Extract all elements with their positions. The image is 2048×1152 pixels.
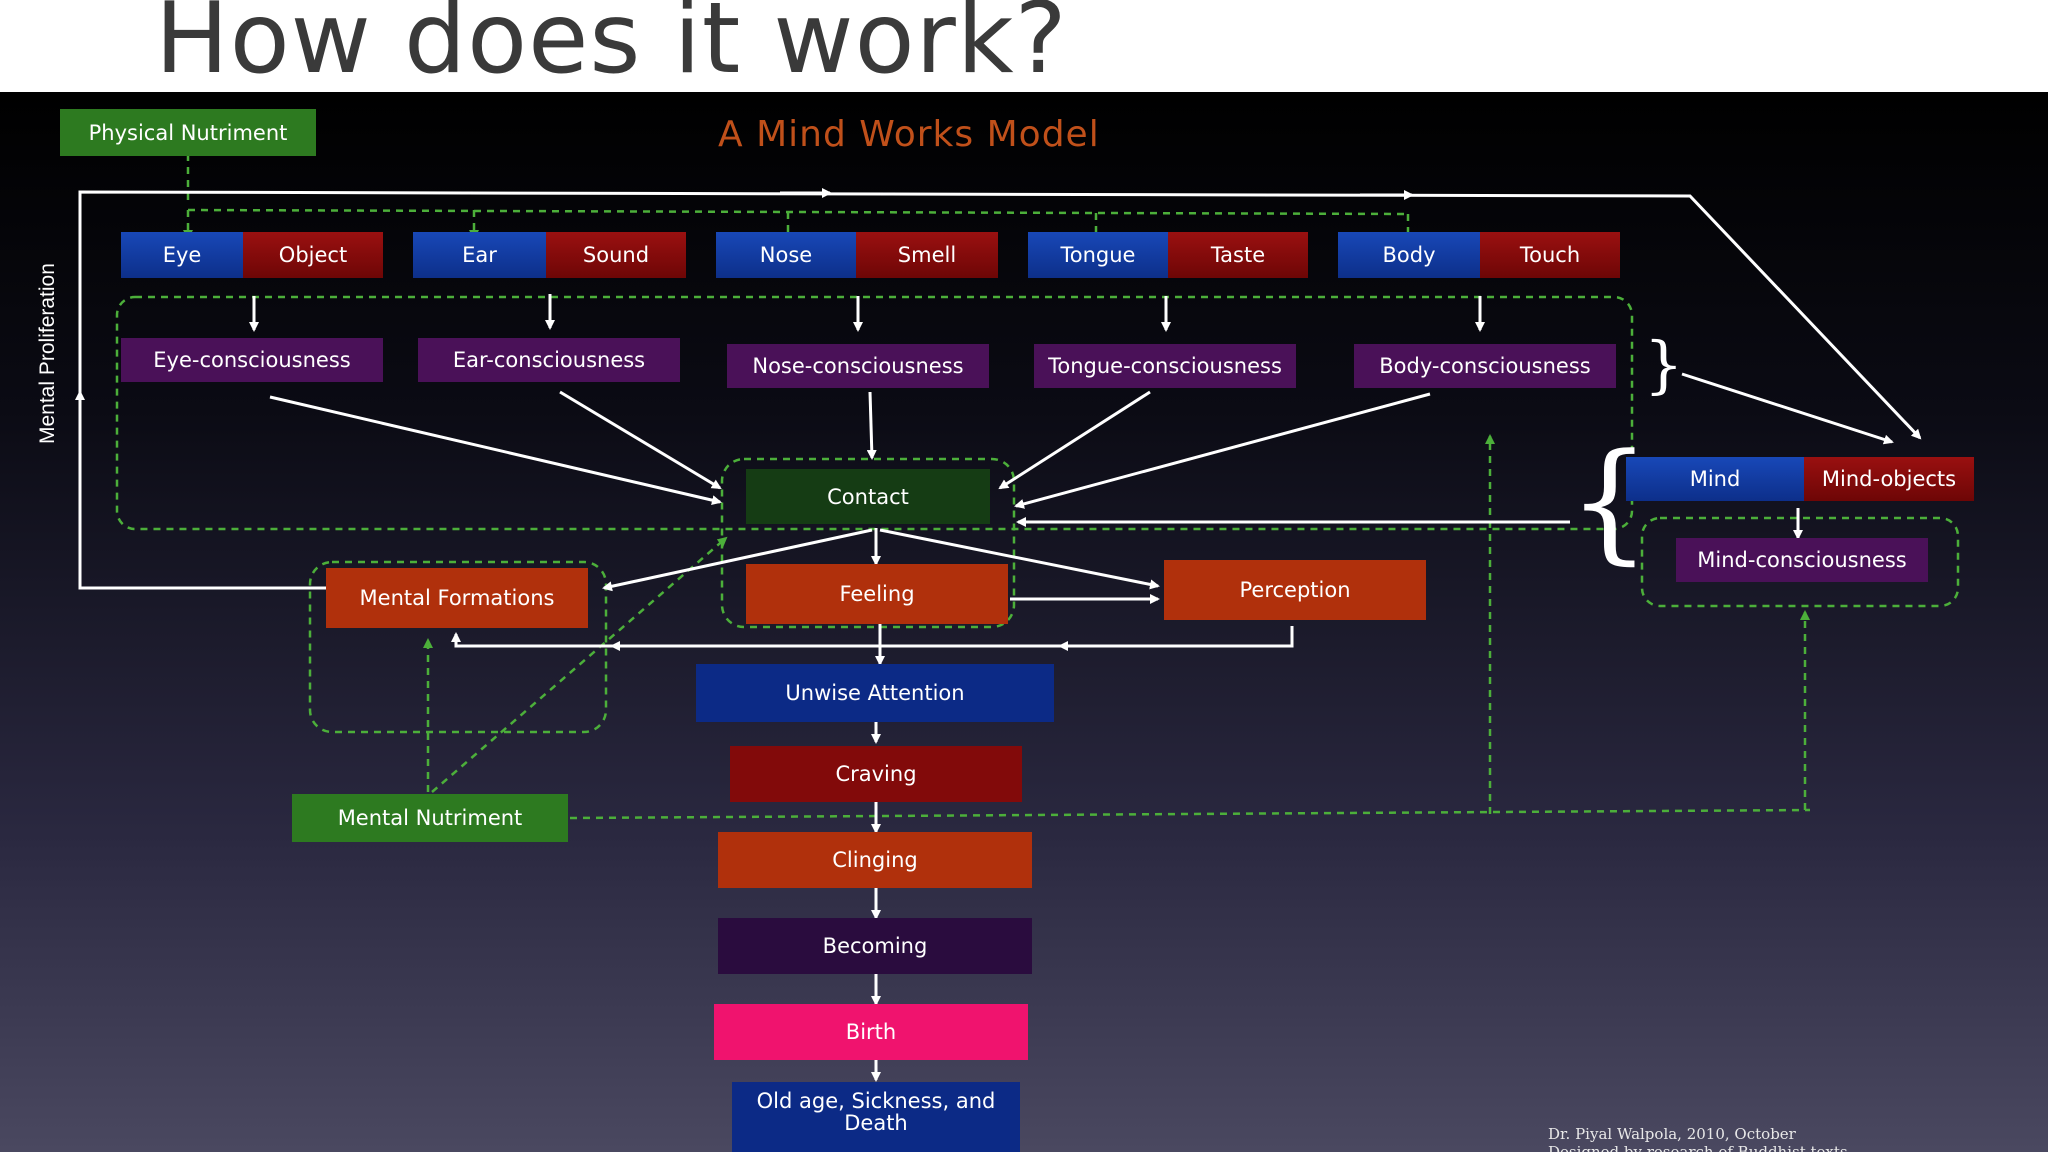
tongue-box: Tongue: [1028, 232, 1168, 278]
slide-title: How does it work?: [155, 0, 1068, 96]
body-consciousness-to-contact-arrow: [1014, 392, 1431, 509]
mental-proliferation-label: Mental Proliferation: [36, 263, 59, 444]
credit-line-2: Designed by research of Buddhist texts: [1548, 1143, 1848, 1152]
senses-brace: }: [1644, 328, 1684, 401]
body-consciousness-box: Body-consciousness: [1354, 344, 1616, 388]
touch-box: Touch: [1480, 232, 1620, 278]
diagram-panel: A Mind Works Model Physical Nutriment Me…: [0, 92, 2048, 1152]
proliferation-loop-line: [78, 190, 1922, 590]
connector-layer: [75, 154, 1960, 1082]
taste-box: Taste: [1168, 232, 1308, 278]
tongue-consciousness-box: Tongue-consciousness: [1034, 344, 1296, 388]
becoming-box: Becoming: [718, 918, 1032, 974]
ear-box: Ear: [413, 232, 546, 278]
physical-nutriment-distribution-line: [187, 208, 1409, 216]
mental-formations-box: Mental Formations: [326, 568, 588, 628]
mind-brace: {: [1568, 425, 1651, 577]
clinging-box: Clinging: [718, 832, 1032, 888]
nose-consciousness-to-contact-arrow: [866, 391, 877, 460]
physical-nutriment-box: Physical Nutriment: [60, 109, 316, 156]
eye-box: Eye: [121, 232, 243, 278]
eye-consciousness-to-contact-arrow: [269, 395, 722, 506]
perception-feedback-line: [451, 626, 1294, 648]
contact-box: Contact: [746, 469, 990, 524]
mind-objects-box: Mind-objects: [1804, 457, 1974, 501]
object-box: Object: [243, 232, 383, 278]
mental-nutriment-base-line: [569, 808, 1811, 820]
mind-box: Mind: [1626, 457, 1804, 501]
credit-line-1: Dr. Piyal Walpola, 2010, October: [1548, 1125, 1796, 1143]
credit-text: Dr. Piyal Walpola, 2010, October Designe…: [1548, 1125, 1848, 1152]
nose-box: Nose: [716, 232, 856, 278]
unwise-attention-box: Unwise Attention: [696, 664, 1054, 722]
mental-formations-group-outline: [308, 560, 608, 734]
tongue-consciousness-to-contact-arrow: [998, 390, 1151, 490]
smell-box: Smell: [856, 232, 998, 278]
craving-box: Craving: [730, 746, 1022, 802]
body-box: Body: [1338, 232, 1480, 278]
mental-nutriment-box: Mental Nutriment: [292, 794, 568, 842]
contact-to-formations-arrow: [602, 528, 873, 592]
eye-consciousness-box: Eye-consciousness: [121, 338, 383, 382]
contact-to-perception-arrow: [879, 528, 1160, 590]
perception-box: Perception: [1164, 560, 1426, 620]
birth-box: Birth: [714, 1004, 1028, 1060]
diagram-title: A Mind Works Model: [718, 114, 1100, 155]
sound-box: Sound: [546, 232, 686, 278]
nose-consciousness-box: Nose-consciousness: [727, 344, 989, 388]
ear-consciousness-box: Ear-consciousness: [418, 338, 680, 382]
ear-consciousness-to-contact-arrow: [559, 390, 722, 490]
senses-to-mind-arrow: [1681, 372, 1894, 445]
old-age-sickness-death-box: Old age, Sickness, and Death: [732, 1082, 1020, 1152]
feeling-box: Feeling: [746, 564, 1008, 624]
mind-consciousness-box: Mind-consciousness: [1676, 538, 1928, 582]
